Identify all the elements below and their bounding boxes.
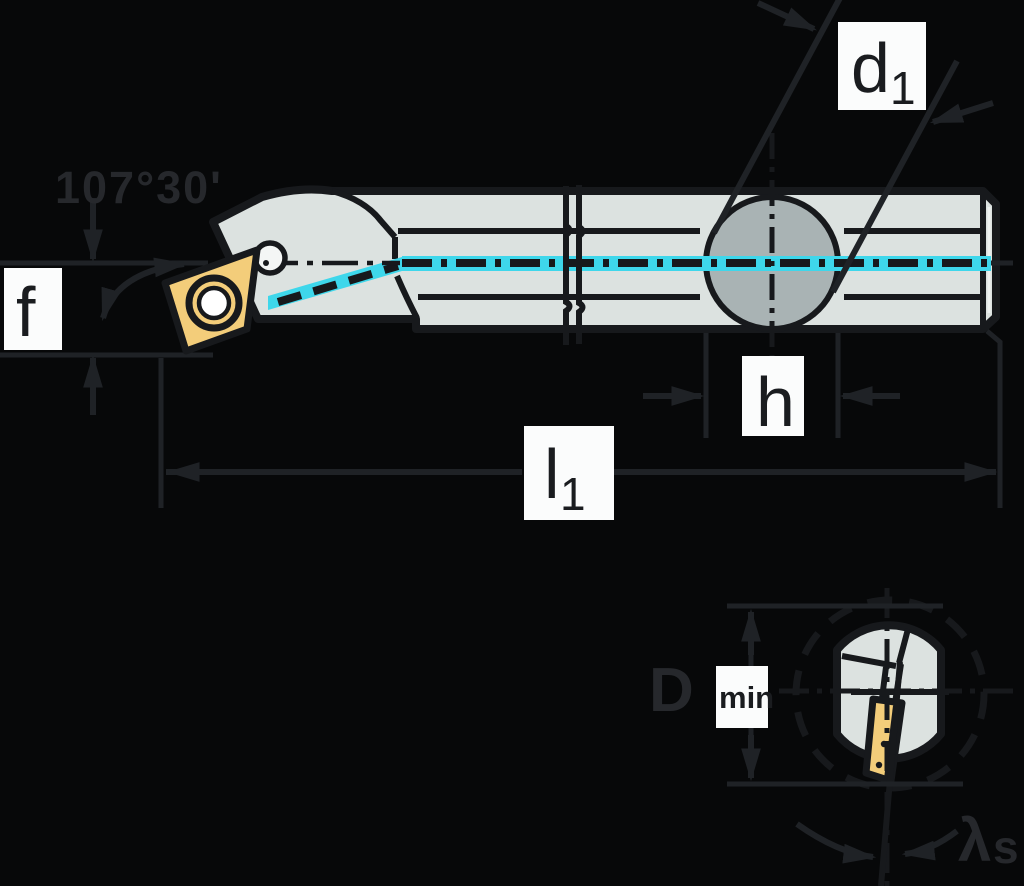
lambda-arc-left bbox=[795, 821, 877, 864]
h-label-box bbox=[742, 356, 804, 436]
d1-tangent-line-left bbox=[711, 0, 843, 235]
d1-arrow-right bbox=[929, 100, 994, 125]
label-lambda-subscript: s bbox=[993, 821, 1019, 873]
label-d1-subscript: 1 bbox=[890, 62, 916, 114]
screw-center-dot bbox=[263, 260, 269, 266]
label-l1-base: l bbox=[544, 435, 560, 513]
break-line-left bbox=[563, 186, 573, 345]
dmin-label-box bbox=[716, 666, 768, 728]
d1-label-box bbox=[838, 22, 926, 110]
detail-view-min-bore bbox=[727, 588, 1013, 886]
label-approach-angle: 107°30' bbox=[55, 162, 223, 213]
head-cone-edge bbox=[331, 188, 398, 239]
insert-dot-lower bbox=[875, 761, 883, 769]
pocket-right-edge bbox=[896, 628, 911, 664]
insert-hole-outer-ring bbox=[185, 274, 243, 332]
label-l1-subscript: 1 bbox=[560, 468, 586, 520]
label-d1-base: d bbox=[851, 29, 890, 107]
lambda-arc-right bbox=[901, 828, 959, 861]
approach-angle-arc bbox=[100, 257, 188, 322]
l1-label-box bbox=[524, 426, 614, 520]
d1-arrow-left bbox=[756, 0, 817, 32]
dimension-labels: 107°30' f d 1 h l 1 D min λ s bbox=[4, 22, 1019, 874]
insert-hole-bore bbox=[196, 285, 232, 321]
side-view-boring-bar bbox=[0, 133, 1017, 358]
dimensions-side-view bbox=[83, 0, 1003, 508]
head-under-curve bbox=[394, 274, 420, 320]
label-f: f bbox=[16, 273, 36, 351]
label-h: h bbox=[756, 363, 795, 441]
l1-extension-line-right bbox=[985, 329, 1003, 508]
insert-axis-tilted-line bbox=[878, 661, 903, 886]
label-lambda-base: λ bbox=[958, 807, 991, 874]
coolant-hidden-dashes bbox=[276, 262, 400, 306]
break-line-right bbox=[576, 185, 586, 344]
d1-tangent-line-right bbox=[830, 59, 960, 294]
label-dmin-subscript: min bbox=[719, 680, 774, 715]
label-dmin-base: D bbox=[649, 656, 694, 725]
f-label-box bbox=[4, 268, 62, 350]
